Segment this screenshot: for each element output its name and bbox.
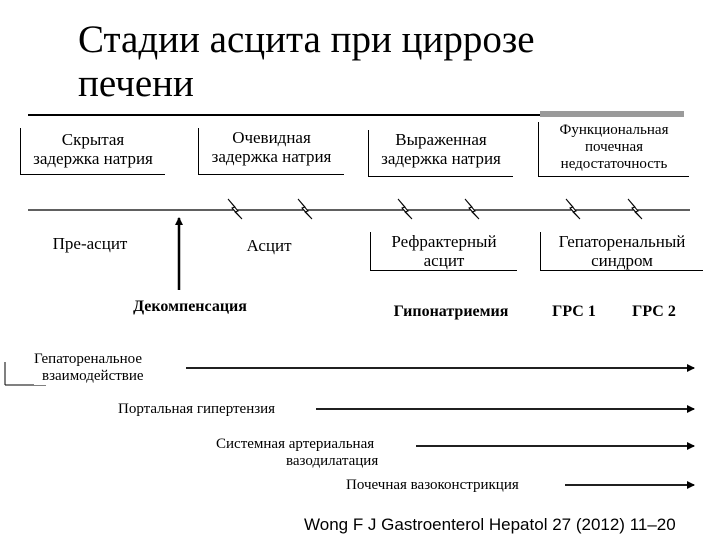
lightning-icon <box>397 198 413 220</box>
lightning-icon <box>227 198 243 220</box>
stage-box-latent: Скрытая задержка натрия <box>20 128 165 175</box>
refractory-line: асцит <box>423 251 465 270</box>
refractory-ascites-label: Рефрактерный асцит <box>370 232 517 271</box>
title-underline-accent <box>540 111 684 117</box>
title-line-1: Стадии асцита при циррозе <box>78 18 535 61</box>
hrs-line: синдром <box>591 251 653 270</box>
hrs2-label: ГРС 2 <box>624 302 684 321</box>
hyponatremia-label: Гипонатриемия <box>378 302 524 321</box>
mechanism-line: взаимодействие <box>42 368 144 384</box>
stage-box-renal-failure: Функциональная почечная недостаточность <box>538 122 689 177</box>
hrs-line: Гепаторенальный <box>558 232 686 251</box>
title-line-2: печени <box>78 62 194 105</box>
stage-label: почечная <box>584 139 644 155</box>
lightning-icon <box>565 198 581 220</box>
ascites-label: Асцит <box>236 236 302 255</box>
stage-label: Функциональная <box>559 122 669 138</box>
portal-hypertension-label: Портальная гипертензия <box>64 401 308 418</box>
stage-label: Скрытая <box>61 130 125 149</box>
pre-ascites-label: Пре-асцит <box>36 234 144 253</box>
decompensation-label: Декомпенсация <box>116 297 264 316</box>
lightning-icon <box>297 198 313 220</box>
stage-box-severe: Выраженная задержка натрия <box>368 130 513 177</box>
stage-label: недостаточность <box>560 156 668 172</box>
mechanism-line: вазодилатация <box>286 453 379 469</box>
refractory-line: Рефрактерный <box>391 232 497 251</box>
stage-box-overt: Очевидная задержка натрия <box>198 128 344 175</box>
hepatorenal-syndrome-label: Гепаторенальный синдром <box>540 232 703 271</box>
stage-label: Выраженная <box>395 130 487 149</box>
hrs1-label: ГРС 1 <box>544 302 604 321</box>
stage-label: задержка натрия <box>33 149 153 168</box>
systemic-vasodilation-label: Системная артериальная вазодилатация <box>112 436 410 470</box>
slide-title: Стадии асцита при циррозе печени <box>78 18 638 106</box>
citation: Wong F J Gastroenterol Hepatol 27 (2012)… <box>304 515 676 534</box>
stage-label: Очевидная <box>232 128 311 147</box>
stage-label: задержка натрия <box>381 149 501 168</box>
mechanism-line: Системная артериальная <box>216 436 375 452</box>
lightning-icon <box>464 198 480 220</box>
mechanism-line: Гепаторенальное <box>34 351 143 367</box>
hepatorenal-interaction-label: Гепаторенальное взаимодействие <box>34 351 170 385</box>
lightning-icon <box>627 198 643 220</box>
stage-label: задержка натрия <box>211 147 332 166</box>
renal-vasoconstriction-label: Почечная вазоконстрикция <box>318 477 562 494</box>
